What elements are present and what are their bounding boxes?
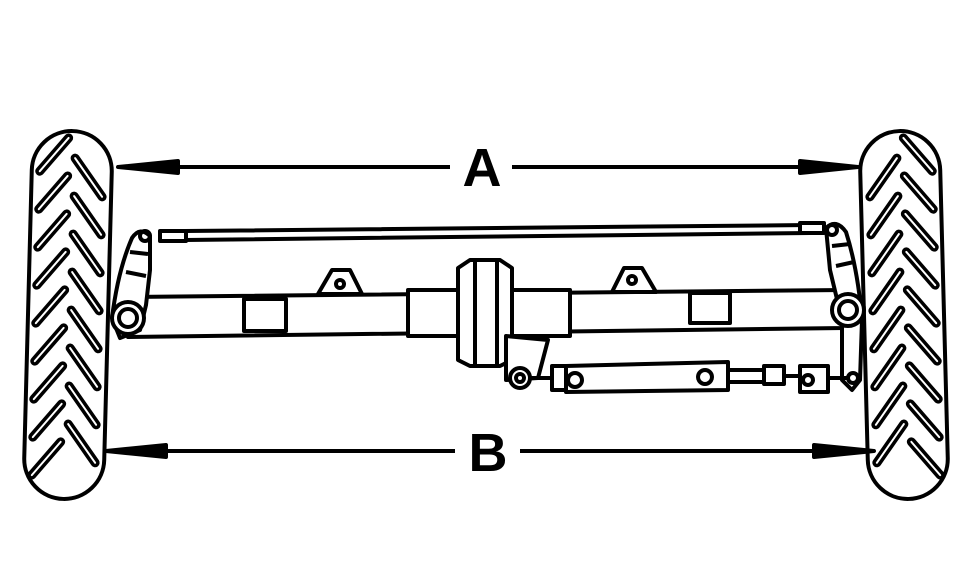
tread-bar-highlight [875, 423, 905, 464]
tread-bar-highlight [38, 136, 70, 173]
tread-bar-highlight [33, 326, 65, 363]
tread-bar-highlight [31, 402, 63, 439]
center-housing [406, 258, 572, 382]
tread-bar-highlight [74, 157, 104, 198]
tread-bar-highlight [869, 195, 899, 236]
tread-bar-highlight [67, 423, 97, 464]
tread-bar-highlight [908, 364, 940, 401]
tread-bar-highlight [69, 347, 99, 388]
tread-bar-highlight [68, 385, 98, 426]
dimension-b [104, 443, 876, 459]
tread-bar-highlight [907, 326, 939, 363]
tie-rod [158, 221, 826, 243]
tread-bar-highlight [904, 212, 936, 249]
tread-bar-highlight [909, 402, 941, 439]
tread-bar-highlight [905, 250, 937, 287]
tread-bar-highlight [35, 250, 67, 287]
tread-bar-highlight [37, 174, 69, 211]
tread-bar-highlight [902, 136, 934, 173]
tread-bar-highlight [871, 271, 901, 312]
left-tire [22, 129, 114, 501]
right-tire [858, 129, 950, 501]
tread-bar-highlight [870, 233, 900, 274]
left-steering-arm [110, 229, 152, 340]
tread-bar-highlight [36, 212, 68, 249]
tread-bar-highlight [872, 309, 902, 350]
tread-bar-highlight [873, 347, 903, 388]
tread-bar-highlight [903, 174, 935, 211]
tread-bar-highlight [32, 364, 64, 401]
tread-bar-highlight [71, 271, 101, 312]
tread-bar-highlight [70, 309, 100, 350]
tread-bar-highlight [910, 440, 942, 477]
tread-bar-highlight [34, 288, 66, 325]
steering-cylinder [508, 360, 848, 394]
tread-bar-highlight [874, 385, 904, 426]
tread-bar-highlight [868, 157, 898, 198]
tread-bar-highlight [30, 440, 62, 477]
tread-bar-highlight [73, 195, 103, 236]
tread-bar-highlight [906, 288, 938, 325]
label-a: A [463, 138, 502, 198]
right-steering-arm [824, 221, 866, 392]
tread-bar-highlight [72, 233, 102, 274]
dimension-a [116, 159, 860, 175]
label-b: B [469, 423, 508, 483]
